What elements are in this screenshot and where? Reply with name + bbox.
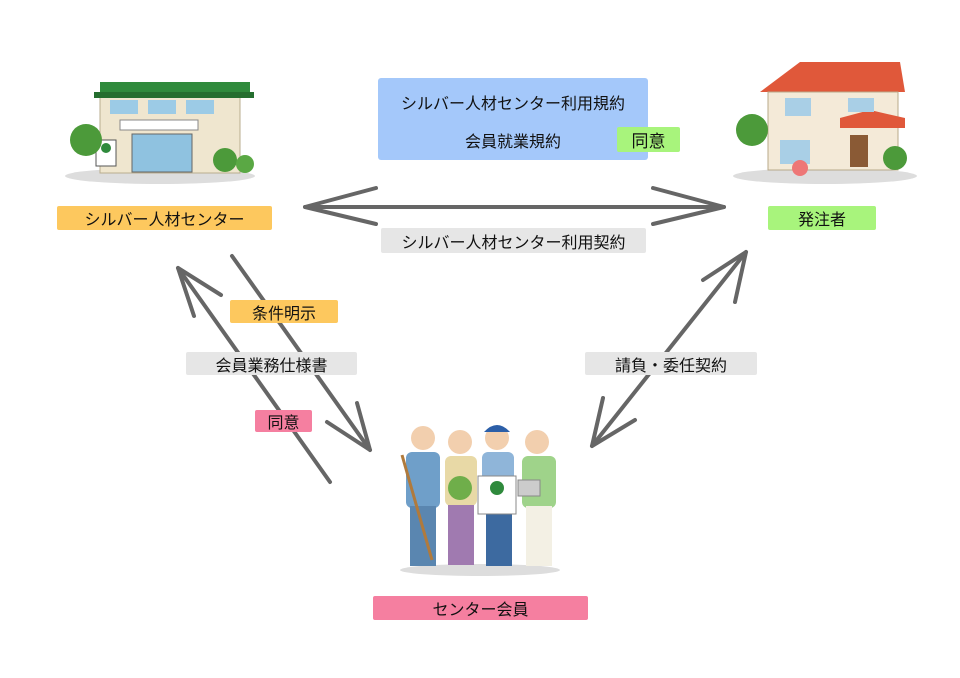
rules-agree-badge: 同意	[617, 127, 680, 152]
member-figure	[400, 426, 440, 566]
edge-label-member-agree: 同意	[255, 410, 312, 432]
rules-line-work-rules: 会員就業規約	[464, 132, 561, 151]
edge-label-usage-contract: シルバー人材センター利用契約	[381, 228, 646, 253]
member-figure	[477, 425, 517, 566]
rules-line-usage-terms: シルバー人材センター利用規約	[400, 94, 625, 113]
member-figure	[517, 430, 556, 566]
edge-label-contract-work: 請負・委任契約	[585, 352, 757, 375]
edge-label-work-spec: 会員業務仕様書	[186, 352, 357, 375]
arrow-center-client	[303, 186, 726, 226]
node-silver-center: シルバー人材センター	[57, 206, 272, 230]
rules-box: シルバー人材センター利用規約 会員就業規約	[378, 78, 648, 160]
node-client: 発注者	[768, 206, 876, 230]
arrow-member-to-center	[176, 266, 332, 484]
node-center-member: センター会員	[373, 596, 588, 620]
member-figure	[445, 430, 477, 565]
arrow-client-member	[590, 250, 748, 448]
edge-label-conditions: 条件明示	[230, 300, 338, 323]
